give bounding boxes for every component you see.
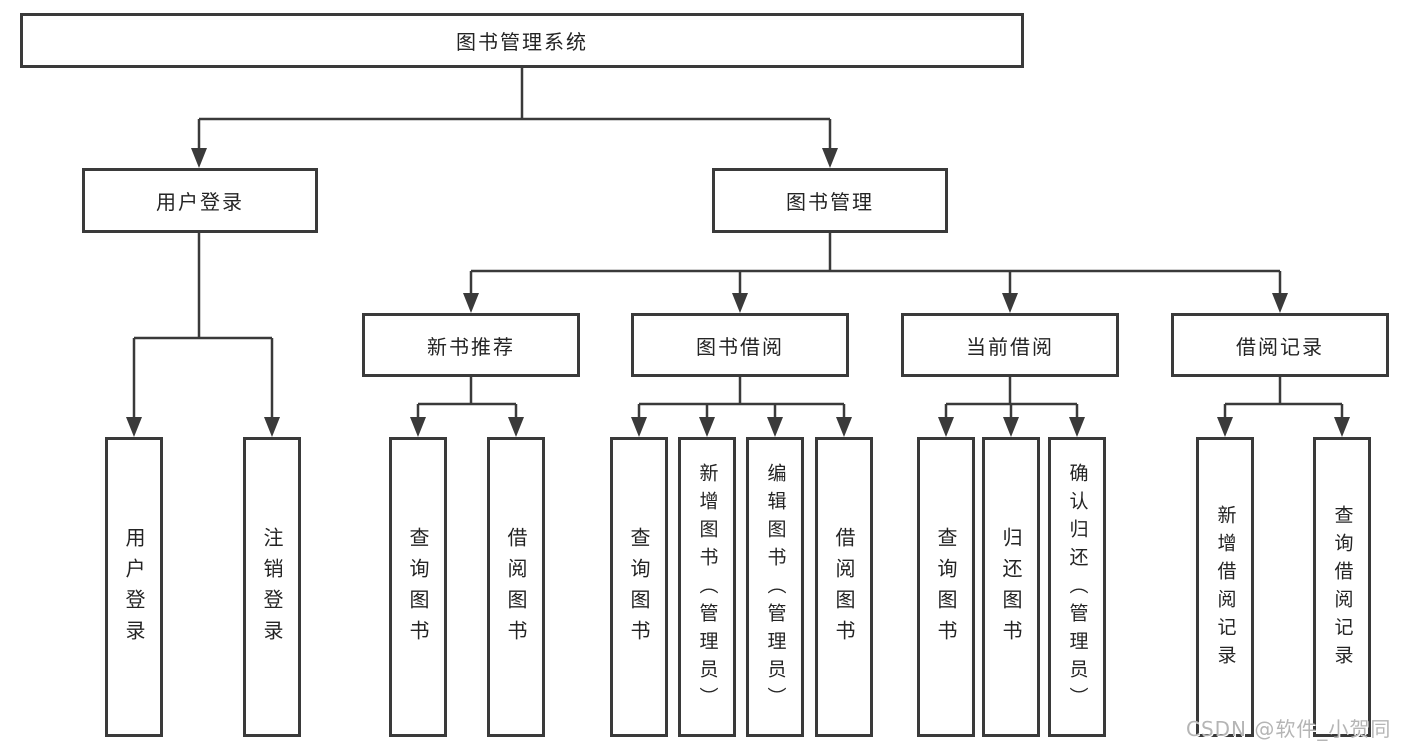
leaf-borrow-books-borrow: 借阅图书	[815, 437, 873, 737]
leaf-user-login: 用户登录	[105, 437, 163, 737]
node-borrowing-records: 借阅记录	[1171, 313, 1389, 377]
leaf-query-books-recommend: 查询图书	[389, 437, 447, 737]
node-user-login: 用户登录	[82, 168, 318, 233]
leaf-logout-login: 注销登录	[243, 437, 301, 737]
node-new-book-recommend: 新书推荐	[362, 313, 580, 377]
leaf-query-borrow-record: 查询借阅记录	[1313, 437, 1371, 737]
leaf-add-borrow-record: 新增借阅记录	[1196, 437, 1254, 737]
node-current-borrowing: 当前借阅	[901, 313, 1119, 377]
leaf-return-books: 归还图书	[982, 437, 1040, 737]
csdn-watermark: CSDN @软件_小贺同学	[1186, 717, 1392, 747]
leaf-borrow-books-recommend: 借阅图书	[487, 437, 545, 737]
leaf-confirm-return-admin: 确认归还（管理员）	[1048, 437, 1106, 737]
leaf-query-books-borrow: 查询图书	[610, 437, 668, 737]
node-book-borrowing: 图书借阅	[631, 313, 849, 377]
leaf-query-books-current: 查询图书	[917, 437, 975, 737]
leaf-add-books-admin: 新增图书（管理员）	[678, 437, 736, 737]
leaf-edit-books-admin: 编辑图书（管理员）	[746, 437, 804, 737]
node-book-management: 图书管理	[712, 168, 948, 233]
node-library-management-system: 图书管理系统	[20, 13, 1024, 68]
